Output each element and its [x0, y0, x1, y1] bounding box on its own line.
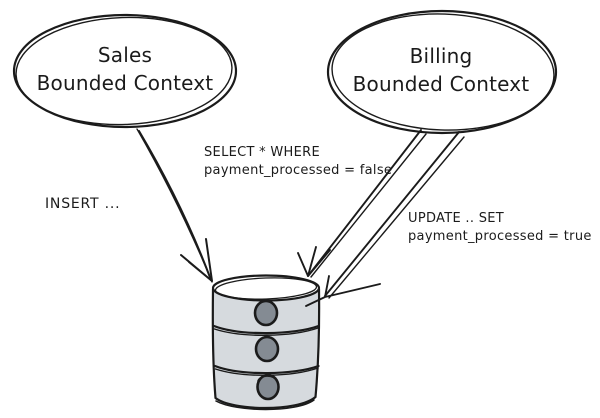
- update-edge-label-line1: UPDATE .. SET: [408, 211, 504, 226]
- update-arrow: [305, 131, 465, 307]
- billing-node: [326, 9, 558, 135]
- sales-ellipse-sketch-echo: [15, 16, 233, 126]
- db-bottom-sketch-echo: [215, 399, 315, 411]
- insert-arrow: [136, 128, 213, 283]
- insert-arrow-line: [138, 130, 212, 281]
- billing-ellipse-sketch-echo: [331, 13, 555, 131]
- db-divider-1-echo: [213, 327, 319, 336]
- db-divider-2: [213, 364, 320, 375]
- billing-ellipse: [326, 9, 558, 135]
- select-arrow: [297, 129, 427, 278]
- sales-label-line1: Sales: [98, 43, 152, 67]
- sales-node: [12, 13, 238, 129]
- sales-ellipse: [12, 13, 238, 129]
- db-knob-2: [254, 335, 280, 363]
- insert-edge-label: INSERT ...: [45, 196, 120, 212]
- update-arrow-line-echo: [328, 136, 465, 299]
- sales-label-line2: Bounded Context: [37, 71, 214, 95]
- billing-label-line1: Billing: [410, 44, 473, 68]
- database-cylinder: [211, 274, 321, 411]
- update-edge-label-line2: payment_processed = true: [408, 229, 592, 244]
- insert-arrow-line-echo: [136, 128, 213, 283]
- billing-label-line2: Bounded Context: [353, 72, 530, 96]
- db-divider-1: [212, 324, 320, 335]
- select-edge-label-line2: payment_processed = false: [204, 163, 392, 178]
- select-edge-label-line1: SELECT * WHERE: [204, 145, 320, 160]
- insert-arrowhead: [180, 238, 213, 282]
- db-knob-1: [253, 299, 279, 327]
- select-arrow-line: [307, 129, 422, 277]
- select-arrow-line-echo: [310, 133, 427, 278]
- diagram-shapes: [12, 9, 558, 411]
- db-top-ellipse-echo: [214, 277, 318, 300]
- update-arrowhead: [305, 275, 381, 307]
- db-knob-3-sketch-echo: [257, 375, 278, 382]
- update-arrow-line: [324, 131, 460, 297]
- diagram-labels: Sales Bounded Context Billing Bounded Co…: [37, 43, 592, 244]
- db-knob-3: [256, 373, 280, 401]
- select-arrowhead: [297, 246, 331, 277]
